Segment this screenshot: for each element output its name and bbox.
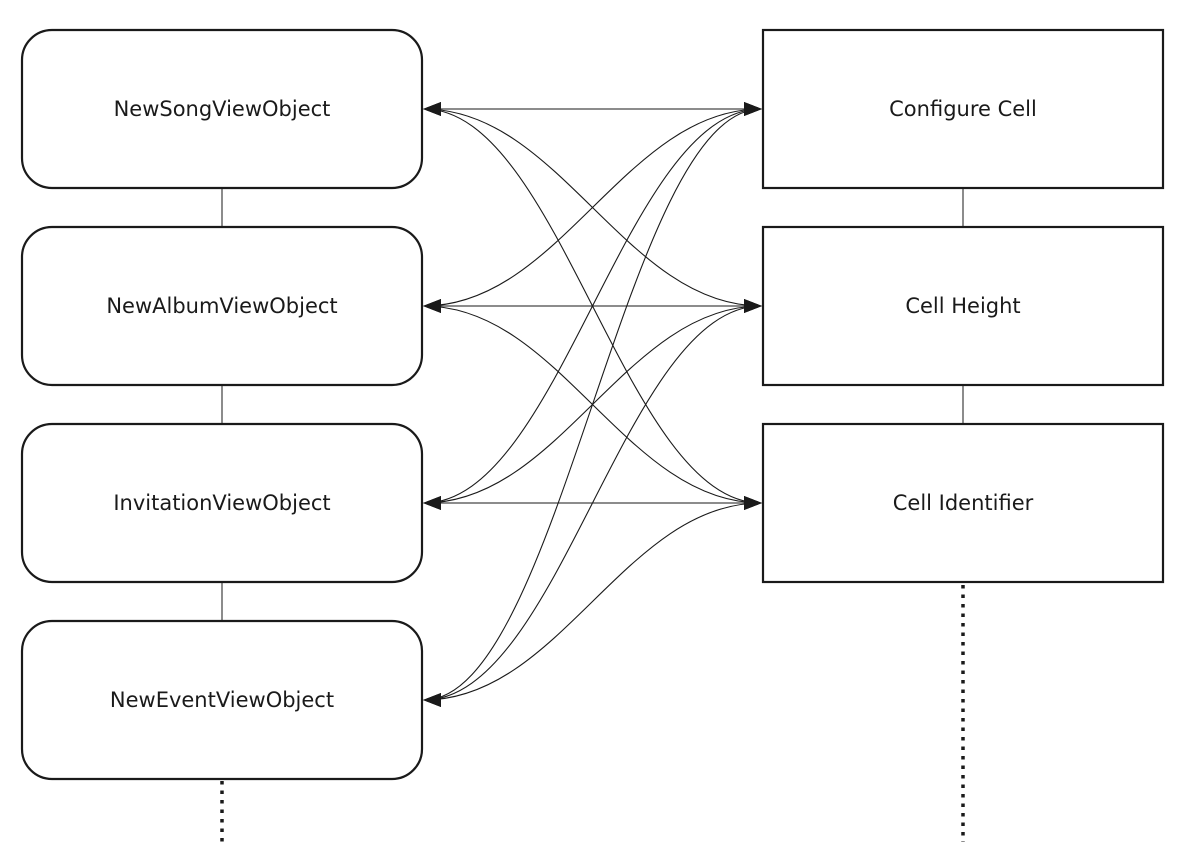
view-object-label: NewEventViewObject — [110, 688, 334, 712]
cell-property-node-configure-cell[interactable]: Configure Cell — [761, 28, 1165, 190]
view-object-node-new-event[interactable]: NewEventViewObject — [20, 619, 424, 781]
view-object-label: NewSongViewObject — [114, 97, 331, 121]
connector-lines — [423, 102, 762, 707]
cell-property-column: Configure Cell Cell Height Cell Identifi… — [761, 28, 1165, 584]
cell-property-label: Configure Cell — [889, 97, 1037, 121]
cell-property-label: Cell Height — [905, 294, 1020, 318]
cell-property-node-cell-height[interactable]: Cell Height — [761, 225, 1165, 387]
connector-new-album-to-configure-cell — [423, 102, 762, 313]
cell-property-node-cell-identifier[interactable]: Cell Identifier — [761, 422, 1165, 584]
cell-property-label: Cell Identifier — [893, 491, 1034, 515]
connector-new-event-to-cell-identifier — [423, 496, 762, 707]
view-object-node-new-song[interactable]: NewSongViewObject — [20, 28, 424, 190]
view-object-node-invitation[interactable]: InvitationViewObject — [20, 422, 424, 584]
view-object-column: NewSongViewObject NewAlbumViewObject Inv… — [20, 28, 424, 781]
connector-new-event-to-configure-cell — [423, 102, 762, 707]
view-object-label: NewAlbumViewObject — [106, 294, 337, 318]
view-object-label: InvitationViewObject — [113, 491, 330, 515]
view-object-node-new-album[interactable]: NewAlbumViewObject — [20, 225, 424, 387]
